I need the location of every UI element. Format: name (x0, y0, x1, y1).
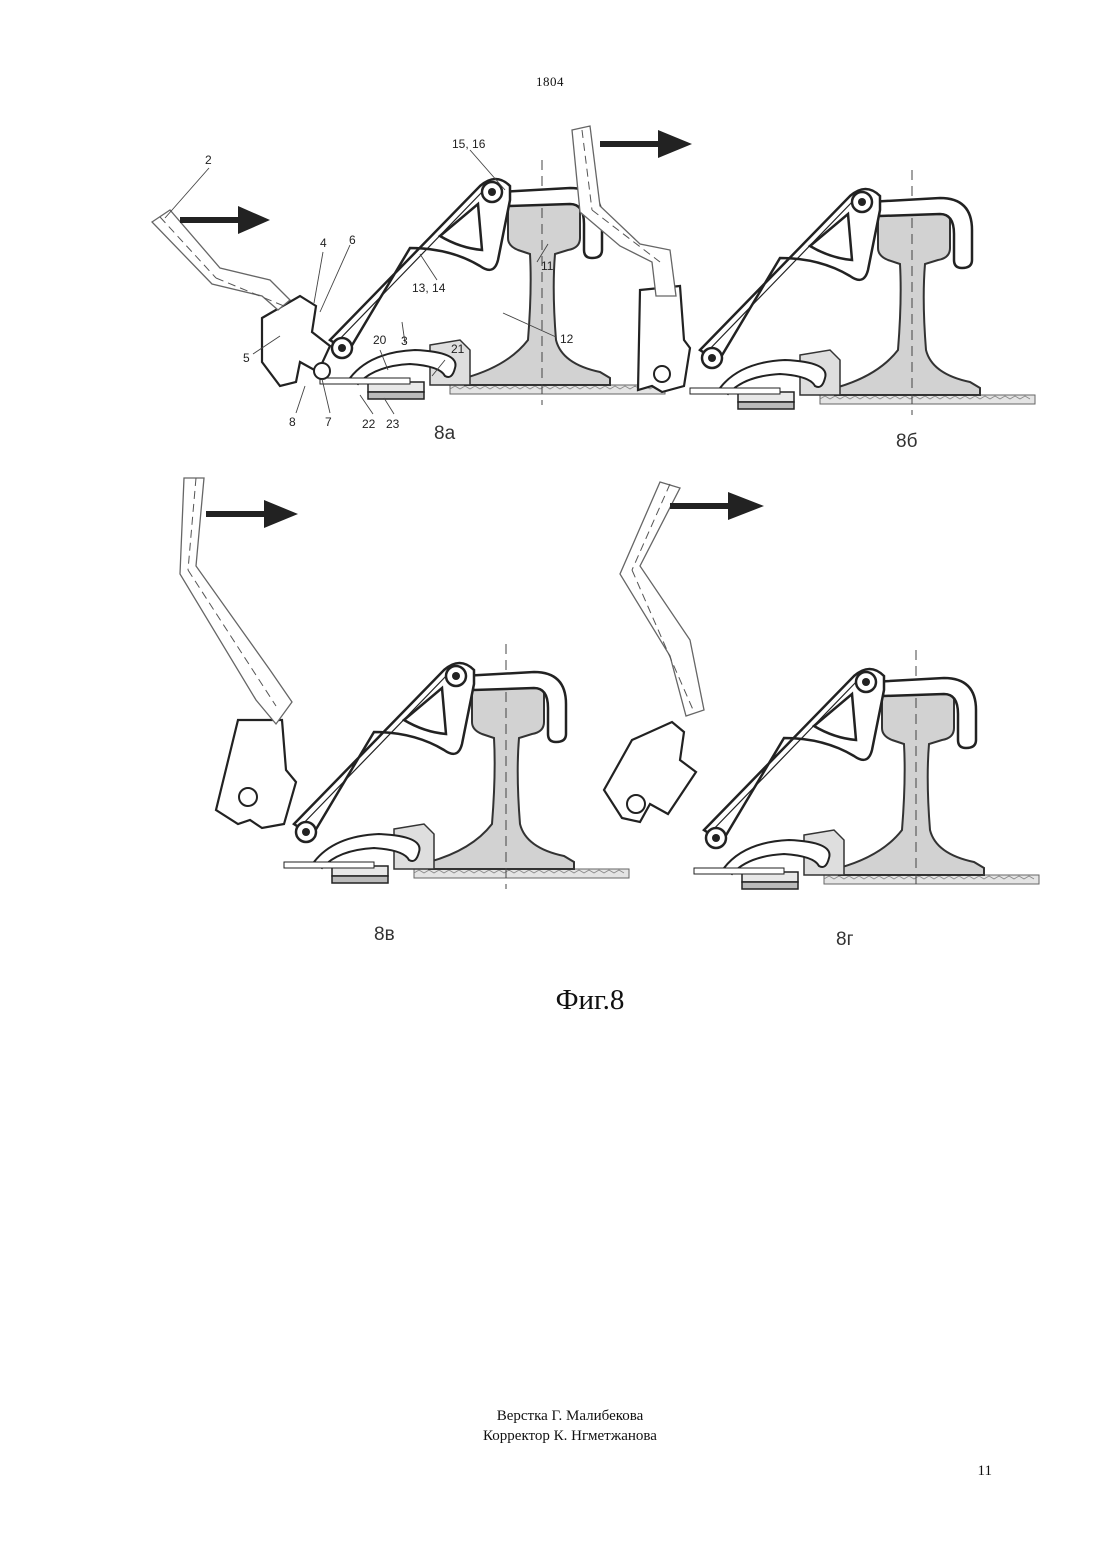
control-handle (620, 482, 704, 716)
panel-label-8v: 8в (374, 924, 395, 946)
figure-title: Фиг.8 (0, 984, 1100, 1017)
coupler-head (604, 722, 696, 822)
panel-label-8g: 8г (836, 929, 854, 951)
page-number-bottom: 11 (978, 1463, 992, 1480)
panel-label-8b: 8б (896, 431, 917, 453)
coupler-head (638, 286, 690, 392)
motion-arrow-icon (670, 492, 764, 520)
credits-layout: Верстка Г. Малибекова (0, 1406, 1100, 1426)
figure-panel-8g (0, 470, 1100, 890)
credits-proofreader: Корректор К. Нгметжанова (0, 1426, 1100, 1446)
credits: Верстка Г. Малибекова Корректор К. Нгмет… (0, 1406, 1100, 1446)
panel-label-8a: 8а (434, 423, 455, 445)
figure-panel-8b (0, 0, 1100, 470)
motion-arrow-icon (600, 130, 692, 158)
